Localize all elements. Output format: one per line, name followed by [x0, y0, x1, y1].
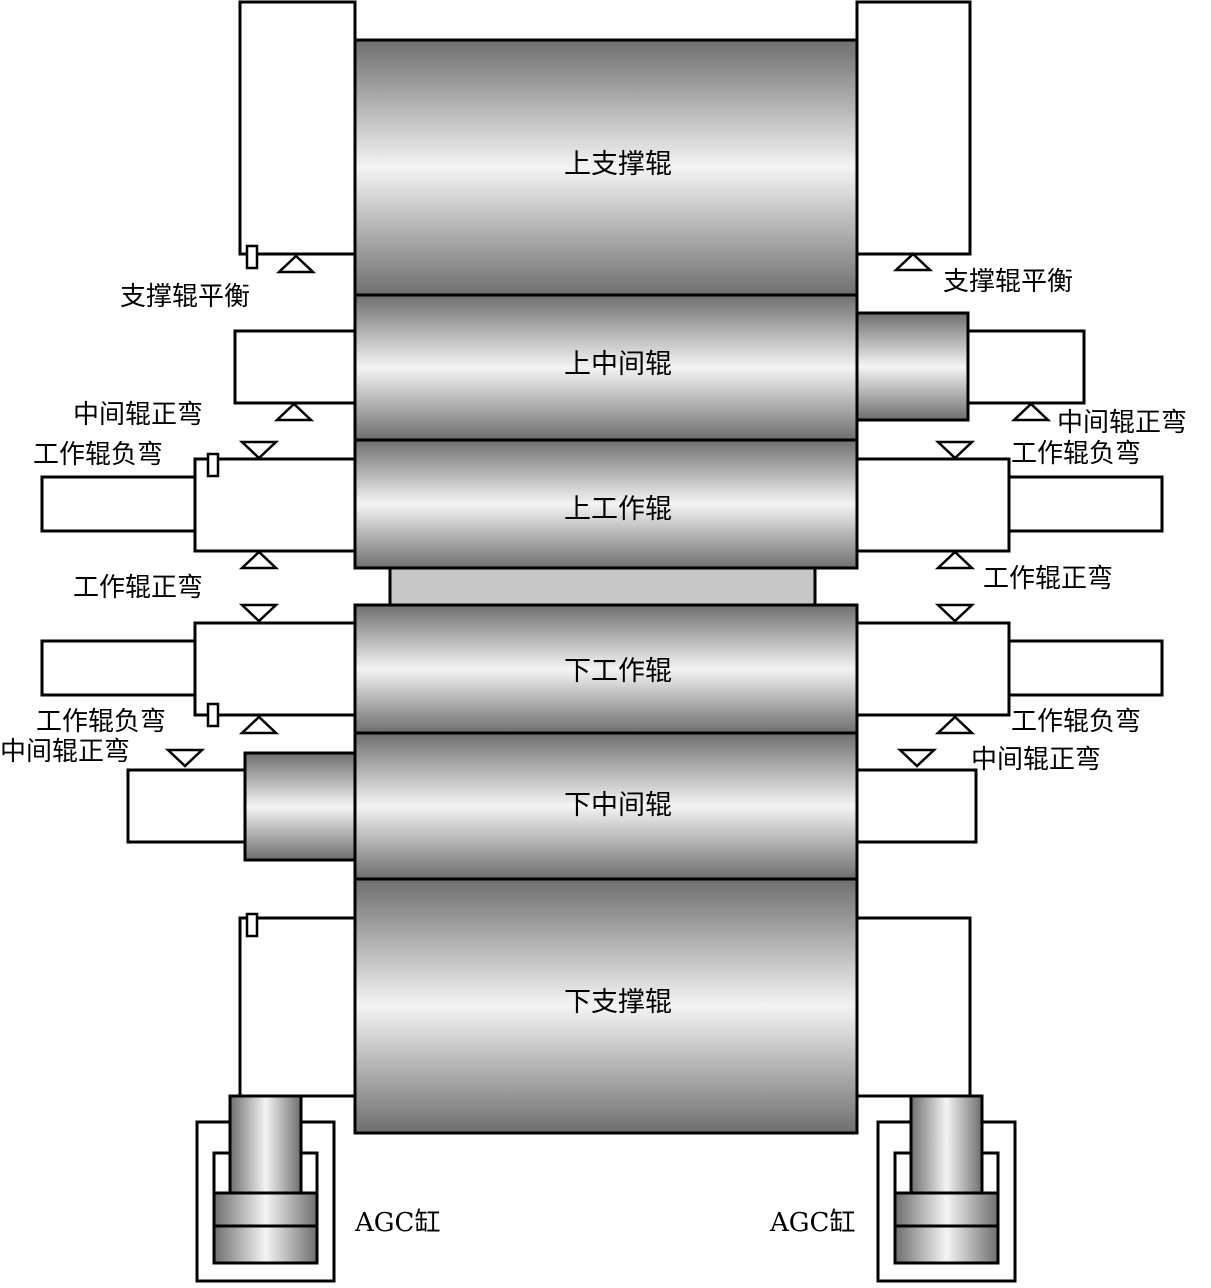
triangle-up-wr-pos-upper-right	[934, 550, 976, 570]
triangle-down-wr-neg-upper-right	[934, 440, 976, 460]
backup-balance-label-right: 支撑辊平衡	[943, 267, 1073, 297]
agc-cylinder-mark-left	[245, 912, 259, 938]
lower-backup-roll	[353, 877, 859, 1135]
lower-wr-negative-label-right: 工作辊负弯	[1011, 707, 1141, 737]
triangle-up-wr-pos-upper-left	[238, 550, 280, 570]
upper-work-roll	[353, 438, 859, 570]
triangle-down-wr-pos-lower-left	[238, 603, 280, 623]
wr-negative-mark-lower-left	[206, 702, 220, 728]
lower-ir-positive-label-right: 中间辊正弯	[971, 745, 1101, 775]
lower-intermediate-chock-right	[855, 768, 978, 844]
lower-intermediate-chock-left	[126, 768, 247, 844]
roll-gap-strip	[388, 566, 817, 607]
upper-backup-roll-label: 上支撑辊	[564, 149, 672, 180]
triangle-up-wr-neg-lower-right	[934, 715, 976, 735]
agc-cylinder-label-right: AGC缸	[769, 1208, 855, 1238]
agc-cylinder-right	[876, 1094, 1017, 1283]
triangle-up-ir-left	[273, 402, 315, 422]
upper-wr-negative-label-left: 工作辊负弯	[33, 440, 163, 470]
upper-work-neck-right	[1007, 475, 1164, 533]
agc-cylinder-left	[195, 1094, 336, 1283]
wr-positive-label-left: 工作辊正弯	[73, 573, 203, 603]
triangle-down-wr-neg-upper-left	[238, 440, 280, 460]
upper-ir-positive-label-right: 中间辊正弯	[1057, 408, 1187, 438]
triangle-up-balance-right	[892, 252, 934, 272]
upper-work-roll-label: 上工作辊	[564, 494, 672, 525]
lower-intermediate-roll-label: 下中间辊	[564, 790, 672, 821]
lower-wr-negative-label-left: 工作辊负弯	[36, 707, 166, 737]
upper-work-chock-right	[855, 457, 1011, 553]
lower-intermediate-roll	[353, 731, 859, 881]
triangle-up-ir-right	[1010, 402, 1052, 422]
triangle-down-ir-lower-left	[164, 748, 206, 768]
upper-backup-roll	[353, 38, 859, 297]
lower-work-neck-left	[40, 639, 197, 697]
lower-work-neck-right	[1007, 639, 1164, 697]
triangle-down-ir-lower-right	[896, 748, 938, 768]
lower-ir-positive-label-left: 中间辊正弯	[0, 737, 130, 767]
lower-work-roll-label: 下工作辊	[564, 656, 672, 687]
lower-intermediate-extension	[243, 751, 357, 862]
lower-backup-chock-right	[855, 916, 972, 1098]
wr-negative-mark-upper-left	[206, 452, 220, 478]
lower-work-chock-right	[855, 621, 1011, 717]
upper-backup-chock-right	[855, 0, 972, 256]
lower-work-chock-left	[193, 621, 357, 717]
backup-balance-label-left: 支撑辊平衡	[120, 282, 250, 312]
upper-work-neck-left	[40, 475, 197, 533]
upper-backup-chock-left	[238, 0, 357, 256]
upper-intermediate-chock-left	[233, 329, 357, 405]
lower-backup-roll-label: 下支撑辊	[564, 987, 672, 1018]
triangle-down-wr-pos-lower-right	[934, 603, 976, 623]
upper-intermediate-chock-right	[966, 329, 1086, 405]
wr-positive-label-right: 工作辊正弯	[983, 564, 1113, 594]
agc-cylinder-label-left: AGC缸	[354, 1208, 440, 1238]
upper-intermediate-roll-label: 上中间辊	[564, 349, 672, 380]
upper-wr-negative-label-right: 工作辊负弯	[1011, 439, 1141, 469]
upper-intermediate-roll	[353, 293, 859, 442]
balance-cylinder-mark-left	[245, 244, 259, 270]
upper-ir-positive-label-left: 中间辊正弯	[73, 400, 203, 430]
upper-intermediate-extension	[855, 311, 970, 422]
triangle-up-balance-left	[275, 254, 317, 274]
lower-backup-chock-left	[238, 916, 357, 1098]
triangle-up-wr-neg-lower-left	[238, 715, 280, 735]
